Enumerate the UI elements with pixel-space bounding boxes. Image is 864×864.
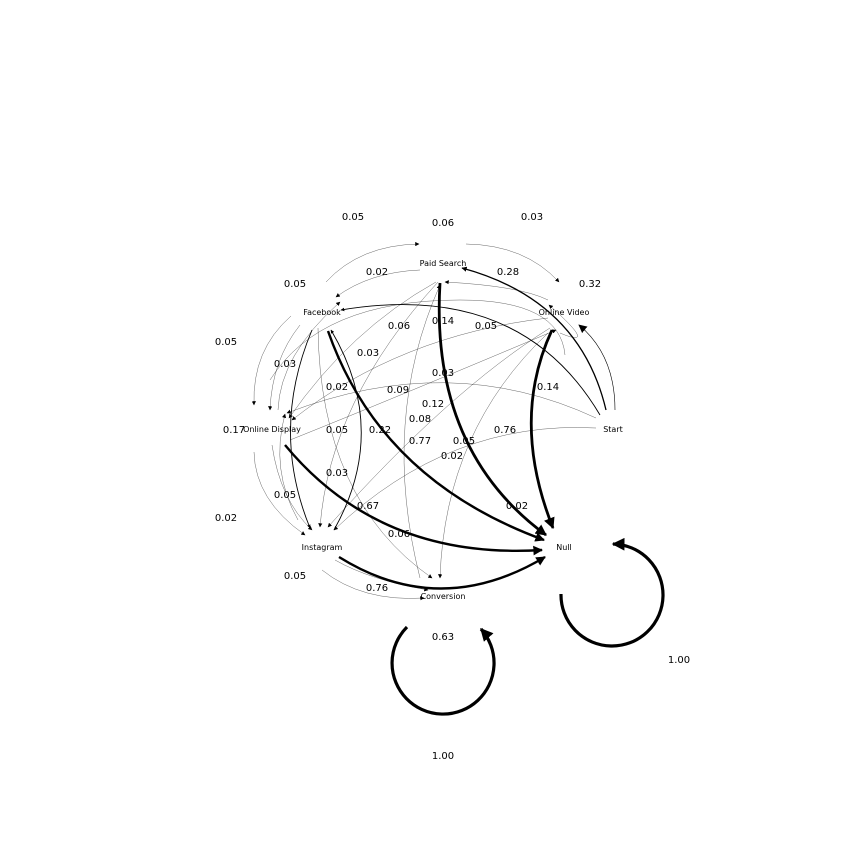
edge-label: 0.02	[215, 513, 237, 524]
edge-label: 0.08	[409, 414, 431, 425]
edge-facebook-null	[326, 330, 545, 542]
edge-label: 0.05	[475, 321, 497, 332]
edge-label: 0.22	[369, 425, 391, 436]
edge-label: 0.03	[521, 212, 543, 223]
edge-display-instagram-inner	[271, 444, 313, 531]
edge-start-instagram	[333, 427, 597, 531]
edge-label: 1.00	[668, 655, 690, 666]
edge-label: 0.06	[388, 321, 410, 332]
edge-online-display-online-video	[289, 329, 557, 441]
edge-online-video-paid-search	[444, 280, 549, 301]
edge-label: 0.12	[422, 399, 444, 410]
edge-label: 0.05	[326, 425, 348, 436]
edge-start-facebook	[340, 304, 601, 416]
edge-label: 0.67	[357, 501, 379, 512]
edge-paid-search-online-video	[465, 243, 560, 283]
node-labels: Paid Search Online Video Start Null Conv…	[243, 259, 623, 601]
node-paid-search: Paid Search	[420, 259, 467, 268]
node-facebook: Facebook	[303, 308, 341, 317]
edge-paid-search-facebook	[335, 269, 421, 298]
edge-conversion-facebook	[403, 284, 441, 579]
edge-online-display-null	[284, 444, 543, 556]
edge-label: 0.76	[494, 425, 516, 436]
edge-label: 0.02	[506, 501, 528, 512]
edge-instagram-conversion	[321, 569, 425, 601]
medium-edges	[290, 266, 607, 531]
edge-online-display-instagram	[253, 451, 306, 536]
edge-paid-search-instagram	[318, 281, 439, 528]
edge-online-video-null-faint	[548, 304, 578, 338]
edge-conversion-self-loop	[390, 625, 496, 716]
edge-label: 0.77	[409, 436, 431, 447]
edge-facebook-paid-search	[325, 241, 420, 283]
edge-label: 0.14	[432, 316, 454, 327]
edge-null-self-loop	[559, 537, 665, 648]
edge-online-video-online-display	[291, 317, 549, 421]
edge-online-video-conversion	[438, 332, 549, 579]
heavy-edges	[284, 282, 665, 716]
edge-online-video-instagram	[327, 327, 551, 528]
edge-label: 0.03	[274, 359, 296, 370]
edge-instagram-facebook-sweep	[269, 299, 566, 381]
edge-label: 0.05	[284, 571, 306, 582]
edge-display-facebook-inner	[277, 301, 341, 411]
edge-label: 0.06	[388, 529, 410, 540]
edge-label: 0.14	[537, 382, 559, 393]
edge-label: 0.02	[441, 451, 463, 462]
node-conversion: Conversion	[421, 592, 466, 601]
edge-label: 0.05	[342, 212, 364, 223]
edge-label: 0.05	[274, 490, 296, 501]
edge-instagram-display-inner	[279, 413, 299, 521]
edge-label: 0.03	[432, 368, 454, 379]
edge-label: 0.28	[497, 267, 519, 278]
edge-label: 0.09	[387, 385, 409, 396]
edge-facebook-instagram	[290, 329, 313, 529]
edge-label: 0.32	[579, 279, 601, 290]
edge-label: 0.06	[432, 218, 454, 229]
edge-label: 0.05	[215, 337, 237, 348]
edge-paid-search-null	[437, 282, 547, 537]
edge-labels: 0.05 0.06 0.03 0.02 0.28 0.05 0.32 0.06 …	[215, 212, 690, 762]
edge-start-paid-search	[461, 266, 607, 411]
edge-label: 0.03	[357, 348, 379, 359]
thin-edges	[251, 241, 616, 601]
edge-facebook-conversion	[317, 327, 433, 579]
node-start: Start	[603, 425, 623, 434]
edge-label: 0.63	[432, 632, 454, 643]
node-null: Null	[556, 543, 572, 552]
edge-paid-search-online-display	[288, 281, 437, 419]
edge-online-video-null	[529, 329, 555, 530]
edge-label: 0.02	[366, 267, 388, 278]
edge-label: 1.00	[432, 751, 454, 762]
edge-label: 0.03	[326, 468, 348, 479]
edge-instagram-facebook	[330, 329, 362, 531]
edge-facebook-display-inner	[268, 324, 301, 411]
edge-label: 0.05	[284, 279, 306, 290]
edge-label: 0.05	[453, 436, 475, 447]
node-instagram: Instagram	[302, 543, 343, 552]
edge-label: 0.02	[326, 382, 348, 393]
edge-label: 0.76	[366, 583, 388, 594]
edge-start-online-video	[578, 324, 616, 411]
edge-instagram-null	[338, 555, 546, 590]
node-online-display: Online Display	[243, 425, 301, 434]
edge-facebook-online-display	[251, 315, 292, 406]
node-online-video: Online Video	[539, 308, 590, 317]
edge-label: 0.17	[223, 425, 245, 436]
